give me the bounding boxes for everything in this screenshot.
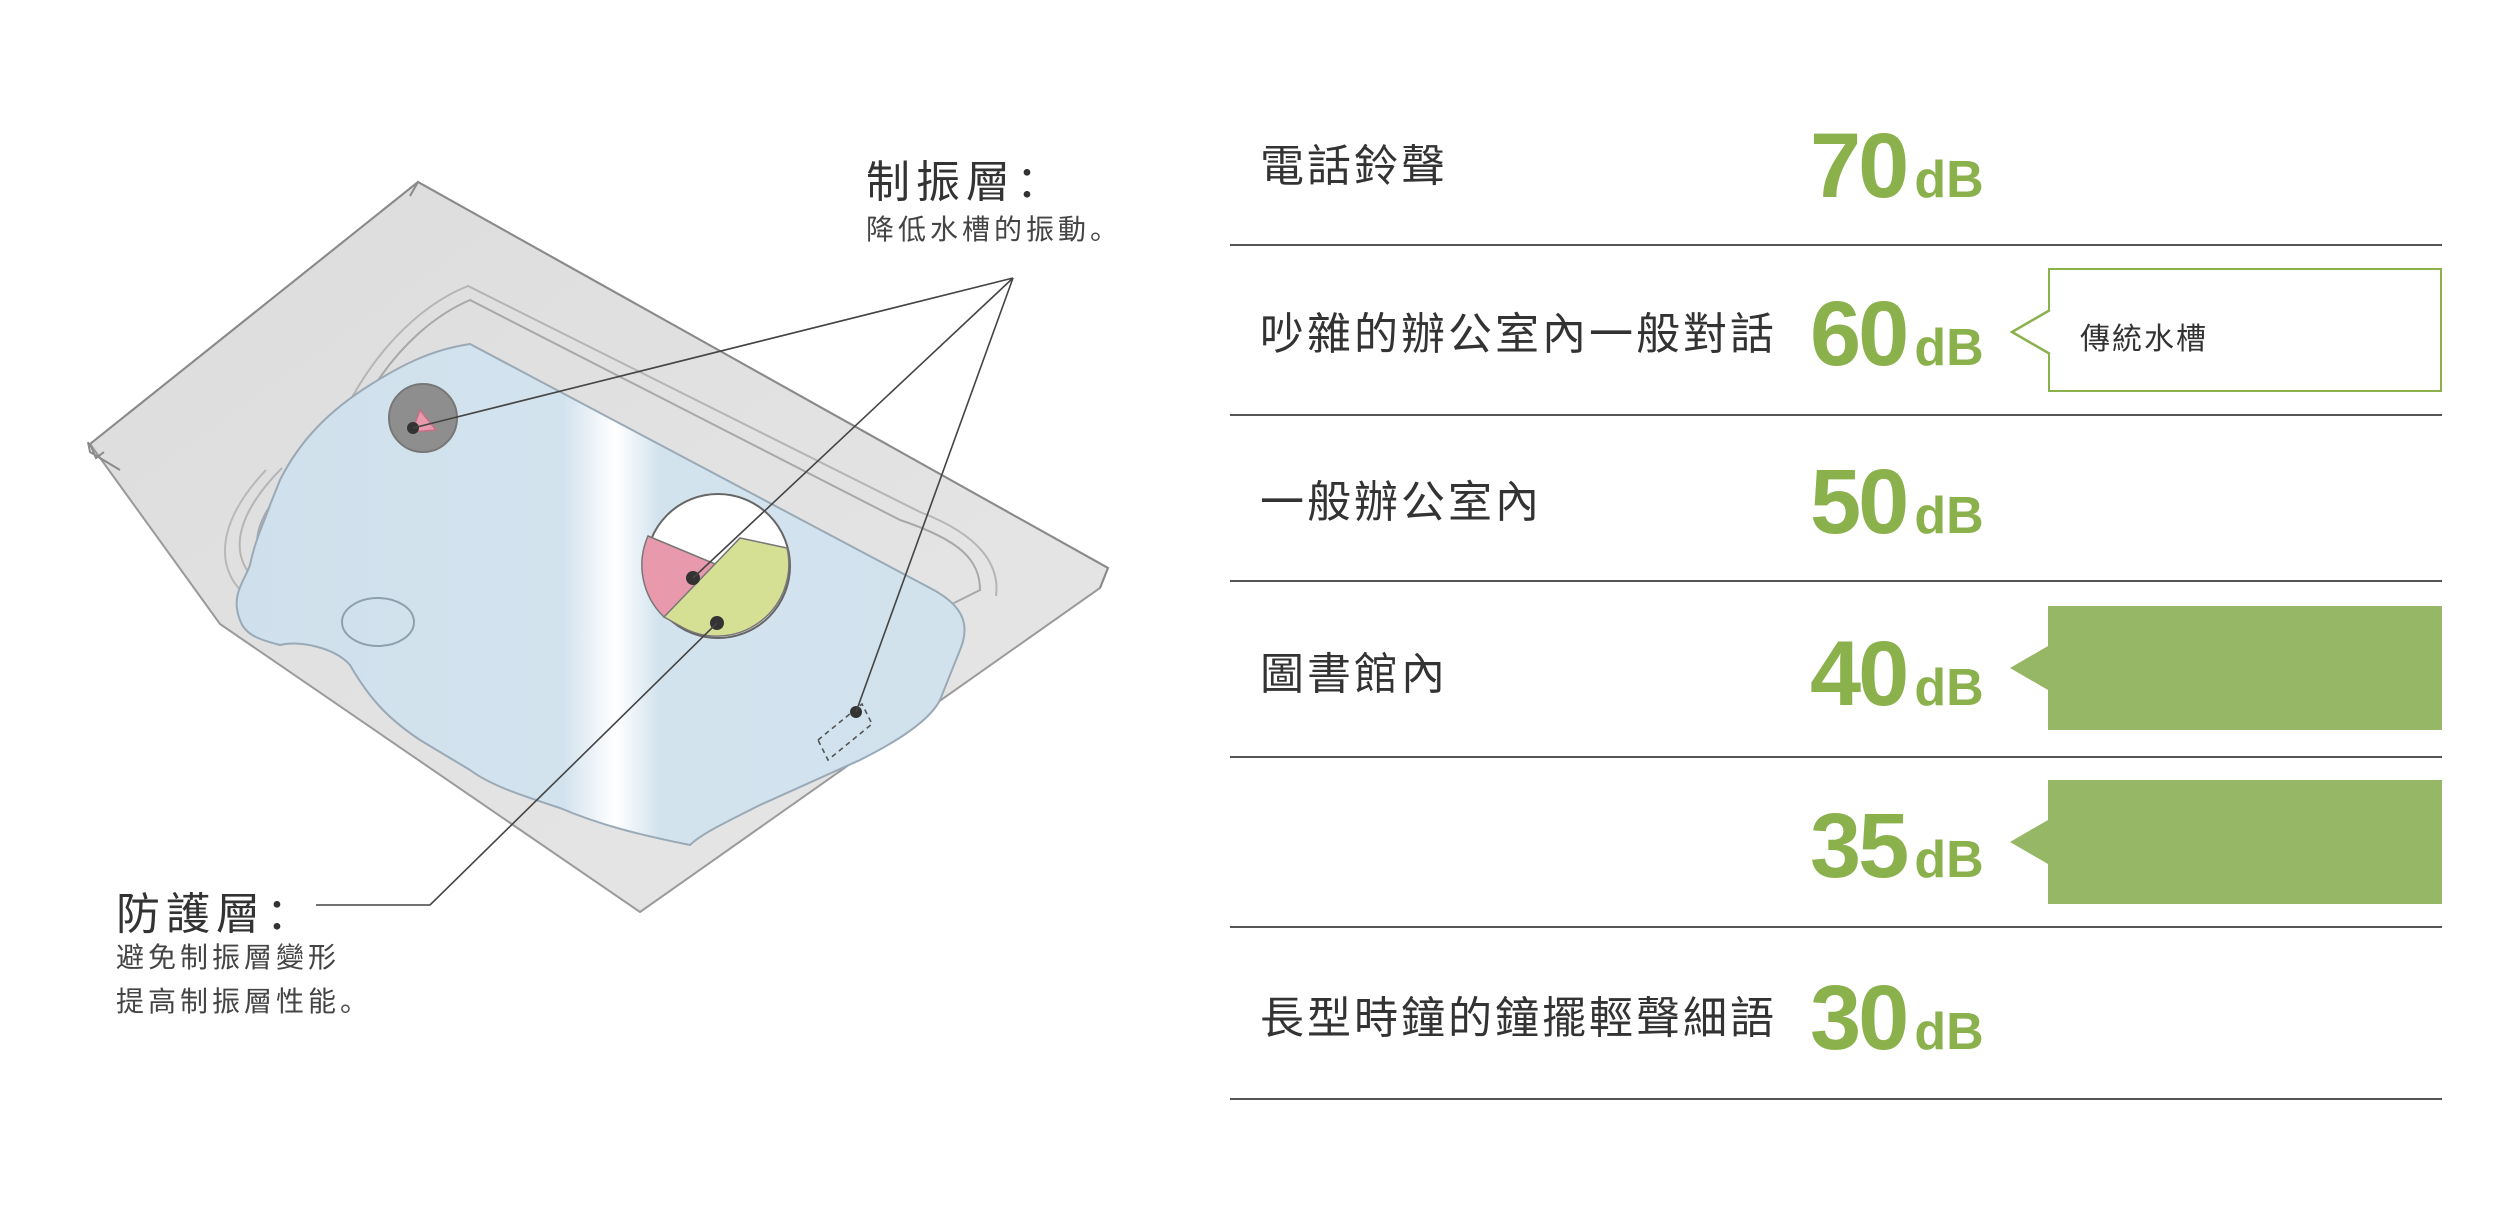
row-label: 吵雜的辦公室內一般對話 [1260, 309, 1777, 360]
highlight-bubble [2010, 780, 2442, 904]
bubble-tail [2010, 820, 2048, 864]
db-unit: dB [1914, 151, 1984, 209]
row-label: 圖書館內 [1260, 649, 1448, 700]
traditional-sink-label: 傳統水槽 [2080, 322, 2208, 357]
db-unit: dB [1914, 487, 1984, 545]
db-unit: dB [1914, 831, 1984, 889]
bubble-tail [2010, 646, 2048, 690]
damping-spot-small [388, 383, 458, 453]
db-unit: dB [1914, 1003, 1984, 1061]
drain-outline [341, 597, 415, 647]
damping-layer-title: 制振層： [866, 157, 1066, 208]
db-number: 70 [1810, 115, 1909, 217]
layer-cross-section [641, 493, 791, 639]
db-number: 35 [1810, 795, 1909, 897]
highlight-bubble [2010, 606, 2442, 730]
leader-lines [316, 277, 1014, 906]
db-unit: dB [1914, 319, 1984, 377]
db-number: 40 [1810, 623, 1909, 725]
db-number: 30 [1810, 967, 1909, 1069]
row-label: 長型時鐘的鐘擺輕聲細語 [1260, 993, 1777, 1044]
db-number: 60 [1810, 283, 1909, 385]
db-number: 50 [1810, 451, 1909, 553]
sink-basin [235, 342, 966, 847]
damping-layer-desc: 降低水槽的振動。 [866, 213, 1123, 246]
traditional-sink-bubble: 傳統水槽 [2009, 268, 2442, 392]
protective-layer-desc-line2: 提高制振層性能。 [116, 985, 373, 1018]
sink-diagram: 制振層： 降低水槽的振動。 防護層： 避免制振層變形 提高制振層性能。 [0, 0, 1200, 1210]
protective-layer-title: 防護層： [116, 889, 316, 940]
row-label: 電話鈴聲 [1260, 141, 1448, 192]
sink-illustration [87, 180, 1110, 914]
row-label: 一般辦公室內 [1260, 477, 1542, 528]
bubble-tail [2009, 308, 2051, 356]
protective-layer-desc-line1: 避免制振層變形 [116, 941, 341, 974]
db-unit: dB [1914, 659, 1984, 717]
